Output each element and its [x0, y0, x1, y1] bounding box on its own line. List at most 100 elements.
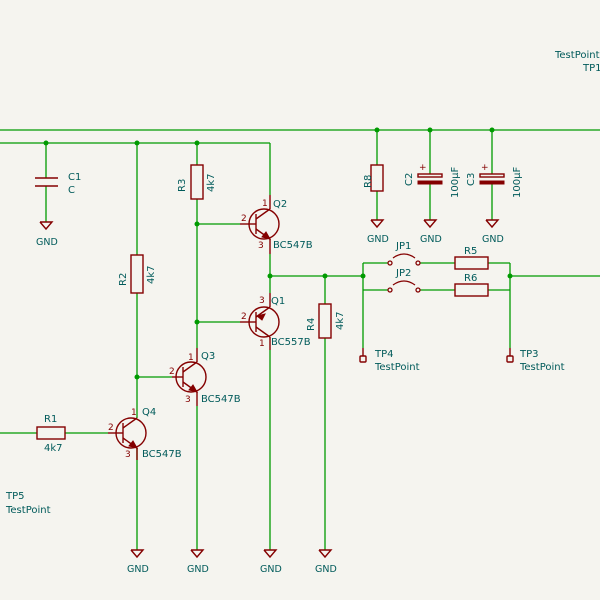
r4-ref-label: R4: [306, 318, 317, 331]
gnd-label: GND: [482, 234, 504, 245]
q1-pin-1: 1: [259, 339, 265, 349]
ground-c3: GND: [482, 219, 504, 245]
junction-dot: [194, 221, 200, 227]
ground-r4: GND: [315, 549, 337, 575]
gnd-label: GND: [260, 564, 282, 575]
ground-q1: GND: [260, 549, 282, 575]
gnd-label: GND: [187, 564, 209, 575]
junction-dot: [374, 127, 380, 133]
r1-value-label: 4k7: [44, 443, 63, 454]
c2-plus-sign: +: [419, 163, 427, 173]
gnd-label: GND: [127, 564, 149, 575]
resistor-r3[interactable]: R3 4k7: [177, 164, 217, 200]
q1-pin-2: 2: [241, 312, 247, 322]
r5-body: [454, 256, 489, 270]
q1-value-label: BC557B: [271, 337, 311, 348]
c3-plate-top: [479, 173, 505, 178]
jp2-pad-right: [415, 287, 421, 293]
resistor-r2[interactable]: R2 4k7: [118, 254, 157, 294]
resistor-r8[interactable]: R8: [363, 164, 384, 192]
ground-q4: GND: [127, 549, 149, 575]
gnd-symbol: [318, 549, 333, 559]
testpoint-tp3[interactable]: TP3 TestPoint: [506, 348, 565, 373]
tp3-pad: [506, 355, 514, 363]
r2-ref-label: R2: [118, 273, 129, 286]
jp2-arc: [392, 280, 416, 286]
testpoint-tp5[interactable]: TP5 TestPoint: [5, 491, 51, 516]
jumper-jp1[interactable]: JP1: [387, 241, 421, 266]
jp2-pad-left: [387, 287, 393, 293]
q1-ref-label: Q1: [271, 296, 285, 307]
r1-body: [36, 426, 66, 440]
q2-collector-lead: [255, 208, 271, 220]
testpoint-tp1[interactable]: TestPoint TP1: [554, 50, 600, 74]
c3-plate-bottom: [479, 180, 505, 185]
q4-collector-lead: [122, 417, 138, 429]
c3-ref-label: C3: [466, 173, 477, 186]
resistor-r4[interactable]: R4 4k7: [306, 303, 346, 339]
transistor-q1[interactable]: 3 2 1 Q1 BC557B: [240, 293, 311, 350]
resistor-r6[interactable]: R6: [454, 273, 489, 297]
q4-pin-3: 3: [125, 450, 131, 460]
junction-dot: [43, 140, 49, 146]
capacitor-c3[interactable]: + C3 100µF: [466, 163, 523, 198]
gnd-label: GND: [315, 564, 337, 575]
capacitor-c1[interactable]: C1 C: [35, 172, 81, 196]
c3-plus-sign: +: [481, 163, 489, 173]
q4-value-label: BC547B: [142, 449, 182, 460]
q4-emitter-arrow: [128, 440, 139, 449]
ground-c2: GND: [420, 219, 442, 245]
r4-body: [318, 303, 332, 339]
jp1-ref-label: JP1: [395, 241, 411, 252]
resistor-r5[interactable]: R5: [454, 246, 489, 270]
tp5-value-label: TestPoint: [5, 505, 51, 516]
c2-plate-bottom: [417, 180, 443, 185]
gnd-symbol: [485, 219, 500, 229]
q2-ref-label: Q2: [273, 199, 287, 210]
r4-value-label: 4k7: [335, 311, 346, 330]
q2-pin-2: 2: [241, 214, 247, 224]
junctions: [43, 127, 513, 380]
r2-value-label: 4k7: [146, 265, 157, 284]
junction-dot: [360, 273, 366, 279]
r5-ref-label: R5: [464, 246, 477, 257]
c2-value-label: 100µF: [450, 167, 461, 198]
tp3-ref-label: TP3: [519, 349, 539, 360]
c1-value-label: C: [68, 185, 75, 196]
r1-ref-label: R1: [44, 414, 57, 425]
tp1-ref-label: TP1: [582, 63, 600, 74]
q3-pin-3: 3: [185, 395, 191, 405]
jp1-pad-left: [387, 260, 393, 266]
tp5-ref-label: TP5: [5, 491, 25, 502]
q2-pin-1: 1: [262, 199, 268, 209]
tp4-ref-label: TP4: [374, 349, 394, 360]
c2-ref-label: C2: [404, 173, 415, 186]
r3-body: [190, 164, 204, 200]
gnd-symbol: [263, 549, 278, 559]
gnd-symbol: [39, 221, 54, 231]
testpoint-tp4[interactable]: TP4 TestPoint: [359, 348, 420, 373]
transistor-q4[interactable]: 1 2 3 Q4 BC547B: [108, 407, 182, 460]
tp4-value-label: TestPoint: [374, 362, 420, 373]
r3-ref-label: R3: [177, 179, 188, 192]
q2-emitter-arrow: [261, 231, 272, 240]
jp1-arc: [392, 253, 416, 259]
q3-pin-2: 2: [169, 367, 175, 377]
gnd-symbol: [423, 219, 438, 229]
q3-ref-label: Q3: [201, 351, 215, 362]
junction-dot: [507, 273, 513, 279]
q1-collector-lead: [255, 326, 271, 338]
q4-pin-1: 1: [131, 408, 137, 418]
jumper-jp2[interactable]: JP2: [387, 268, 421, 293]
junction-dot: [267, 273, 273, 279]
capacitor-c2[interactable]: + C2 100µF: [404, 163, 461, 198]
transistor-q3[interactable]: 1 2 3 Q3 BC547B: [169, 348, 241, 406]
q2-pin-3: 3: [258, 241, 264, 251]
q3-emitter-arrow: [188, 384, 199, 393]
tp3-value-label: TestPoint: [519, 362, 565, 373]
resistor-r1[interactable]: R1 4k7: [36, 414, 66, 454]
gnd-label: GND: [367, 234, 389, 245]
transistor-q2[interactable]: 1 2 3 Q2 BC547B: [240, 195, 313, 254]
q1-pin-3: 3: [259, 296, 265, 306]
